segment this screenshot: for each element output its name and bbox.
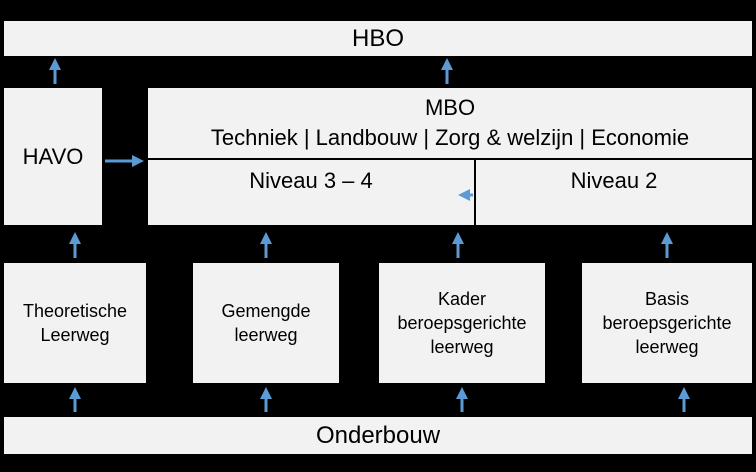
mbo-header-box: MBO Techniek | Landbouw | Zorg & welzijn… <box>148 88 752 158</box>
havo-box: HAVO <box>4 88 102 225</box>
track-basis-line-2: beroepsgerichte <box>602 313 732 333</box>
mbo-level-3-4-box: Niveau 3 – 4 <box>148 160 474 225</box>
track-kader-line-3: leerweg <box>430 337 494 357</box>
track-kader-box: Kader beroepsgerichte leerweg <box>379 263 545 383</box>
mbo-sectors: Techniek | Landbouw | Zorg & welzijn | E… <box>210 125 690 150</box>
hbo-box: HBO <box>4 21 752 56</box>
track-basis-line-1: Basis <box>644 289 689 309</box>
mbo-level-3-4-label: Niveau 3 – 4 <box>249 168 373 193</box>
track-theoretisch-box: Theoretische Leerweg <box>4 263 146 383</box>
track-theoretisch-line-1: Theoretische <box>22 301 128 321</box>
track-gemengd-box: Gemengde leerweg <box>193 263 339 383</box>
onderbouw-box: Onderbouw <box>4 417 752 454</box>
havo-label: HAVO <box>22 143 84 169</box>
mbo-level-2-label: Niveau 2 <box>570 168 658 193</box>
track-kader-line-1: Kader <box>437 289 487 309</box>
track-basis-line-3: leerweg <box>635 337 699 357</box>
track-gemengd-line-1: Gemengde <box>221 301 311 321</box>
mbo-title: MBO <box>424 95 476 120</box>
track-theoretisch-line-2: Leerweg <box>40 325 110 345</box>
onderbouw-label: Onderbouw <box>315 421 441 449</box>
mbo-level-2-box: Niveau 2 <box>476 160 752 225</box>
track-gemengd-line-2: leerweg <box>234 325 298 345</box>
track-kader-line-2: beroepsgerichte <box>397 313 527 333</box>
hbo-label: HBO <box>351 24 404 52</box>
track-basis-box: Basis beroepsgerichte leerweg <box>582 263 752 383</box>
